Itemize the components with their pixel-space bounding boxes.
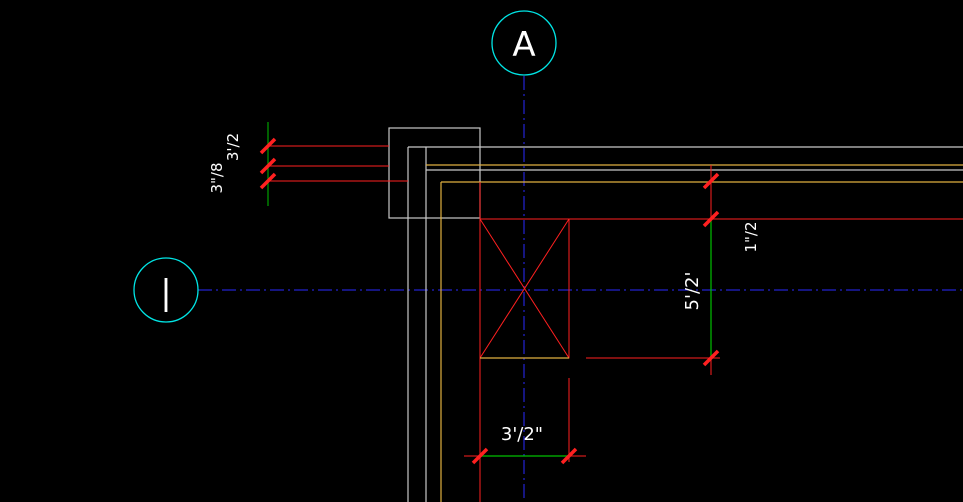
corner-column-outline[interactable] [388,127,481,219]
grid-bubble-1[interactable]: | [133,257,199,323]
dimension-left[interactable]: 3'/2 3"/8 [208,122,277,206]
dim-bottom-label: 3'/2" [501,424,543,445]
grid-bubble-a[interactable]: A [491,10,557,76]
dim-right-large-label: 5'/2' [682,272,703,311]
dim-right-small-label: 1"/2 [742,221,760,252]
inner-wall[interactable] [426,164,963,502]
outer-wall[interactable] [407,146,963,502]
column-with-cross[interactable] [479,218,570,359]
dim-left-bottom-label: 3"/8 [208,162,226,193]
dim-left-top-label: 3'/2 [224,133,242,161]
grid-label-a: A [512,25,535,65]
dimension-right[interactable]: 1"/2 5'/2' [682,165,760,375]
grid-label-1: | [160,273,171,313]
dimension-bottom[interactable]: 3'/2" [464,424,586,465]
